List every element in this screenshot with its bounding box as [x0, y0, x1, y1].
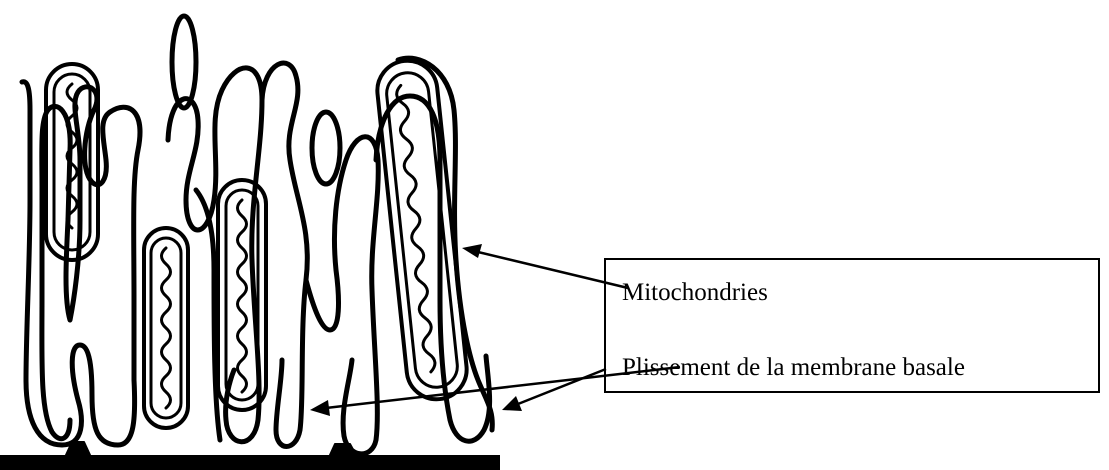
label-mitochondria: Mitochondries [622, 280, 768, 305]
arrow-fold-right [502, 369, 606, 411]
membrane-fold-3 [262, 63, 307, 446]
basal-membrane [0, 455, 500, 470]
mitochondrion-3 [218, 180, 266, 410]
vesicle-top [172, 16, 196, 108]
membrane-folds-outline [22, 82, 140, 445]
label-basal-membrane-folds: Plissement de la membrane basale [622, 355, 965, 380]
vesicle-middle [312, 112, 340, 184]
mitochondrion-2 [144, 228, 188, 428]
